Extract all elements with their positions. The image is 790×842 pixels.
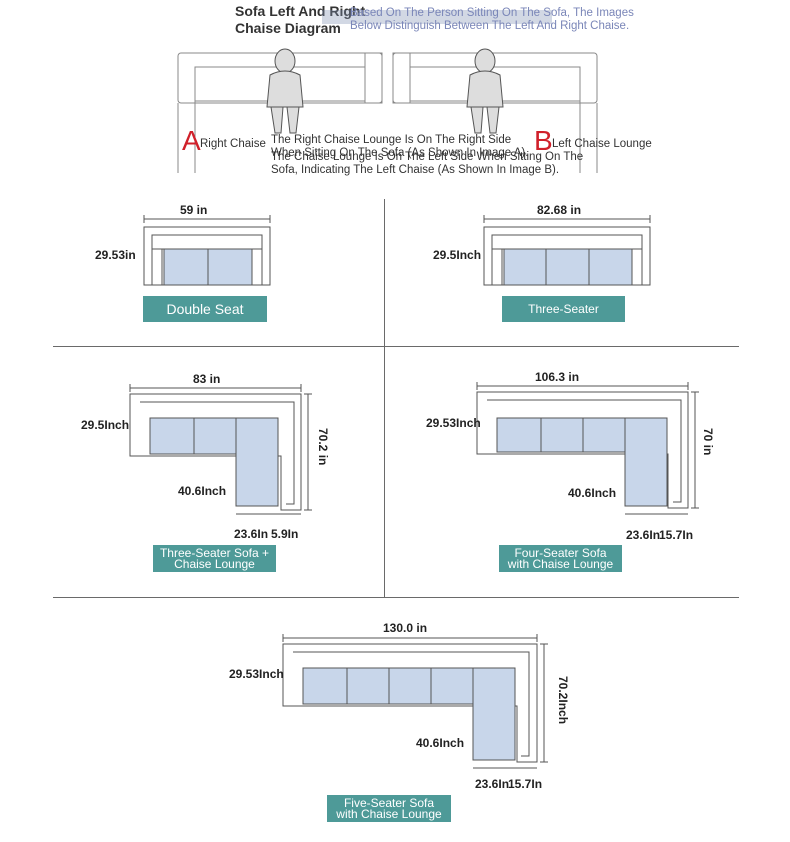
double-width-dim: 59 in xyxy=(180,203,208,217)
three-width-dim: 82.68 in xyxy=(537,203,582,217)
three-chaise-depth-dim: 29.5Inch xyxy=(81,418,130,432)
four-chaise-inner-dim: 40.6Inch xyxy=(568,486,617,500)
left-chaise-illustration xyxy=(392,48,598,173)
four-chaise-arm-dim: 15.7In xyxy=(659,528,694,542)
three-seater-chaise-label: Three-Seater Sofa + Chaise Lounge xyxy=(153,545,276,572)
divider-horizontal-2 xyxy=(53,597,739,598)
three-seater-chaise-diagram xyxy=(129,384,312,515)
four-chaise-length-dim: 70 in xyxy=(701,428,715,456)
three-depth-dim: 29.5Inch xyxy=(433,248,482,262)
chaise-a-desc-line-1: The Right Chaise Lounge Is On The Right … xyxy=(271,134,512,146)
four-chaise-depth-dim: 29.53Inch xyxy=(426,416,481,430)
five-seater-chaise-label: Five-Seater Sofa with Chaise Lounge xyxy=(327,795,451,822)
chaise-b-desc-line-2: Sofa, Indicating The Left Chaise (As Sho… xyxy=(271,164,560,176)
five-chaise-length-dim: 70.2Inch xyxy=(556,676,570,725)
chaise-b-label: Left Chaise Lounge xyxy=(552,138,652,150)
chaise-letter-b: B xyxy=(534,125,553,156)
three-chaise-label-line-2: Chaise Lounge xyxy=(174,556,255,571)
three-chaise-arm-dim: 5.9In xyxy=(271,527,299,541)
double-seat-diagram xyxy=(143,215,271,286)
divider-vertical xyxy=(384,199,385,597)
four-seater-chaise-label: Four-Seater Sofa with Chaise Lounge xyxy=(499,545,622,572)
five-chaise-inner-dim: 40.6Inch xyxy=(416,736,465,750)
chaise-letter-a: A xyxy=(182,125,201,156)
five-chaise-depth-dim: 29.53Inch xyxy=(229,667,284,681)
three-chaise-length-dim: 70.2 in xyxy=(316,428,330,466)
five-chaise-label-line-2: with Chaise Lounge xyxy=(336,806,442,821)
three-chaise-label-line-1: Three-Seater Sofa + xyxy=(159,545,270,560)
chaise-b-desc: The Chaise Lounge Is On The Left Side Wh… xyxy=(271,151,583,177)
three-seater-label: Three-Seater xyxy=(502,296,625,322)
chaise-b-desc-line-1: The Chaise Lounge Is On The Left Side Wh… xyxy=(271,151,584,163)
note-line-1: Based On The Person Sitting On The Sofa,… xyxy=(350,7,634,19)
four-chaise-chaise-dim: 23.6In xyxy=(626,528,661,542)
five-chaise-arm-dim: 15.7In xyxy=(508,777,543,791)
four-chaise-width-dim: 106.3 in xyxy=(535,370,580,384)
five-seater-chaise-diagram xyxy=(282,634,548,769)
five-chaise-chaise-dim: 23.6In xyxy=(475,777,510,791)
divider-horizontal-1 xyxy=(53,346,739,347)
five-chaise-label-line-1: Five-Seater Sofa xyxy=(343,795,435,810)
chaise-a-desc-line-2: When Sitting On The Sofa (As Shown In Im… xyxy=(271,147,529,159)
three-seater-diagram xyxy=(483,215,651,286)
title-line-2: Chaise Diagram xyxy=(235,20,341,36)
header-note: Based On The Person Sitting On The Sofa,… xyxy=(350,7,634,33)
double-seat-label: Double Seat xyxy=(143,296,267,322)
double-depth-dim: 29.53in xyxy=(95,248,136,262)
diagram-title: Sofa Left And Right Chaise Diagram xyxy=(235,3,365,37)
note-highlight-band xyxy=(322,10,552,24)
three-chaise-inner-dim: 40.6Inch xyxy=(178,484,227,498)
five-chaise-width-dim: 130.0 in xyxy=(383,621,428,635)
title-line-1: Sofa Left And Right xyxy=(235,3,366,19)
three-chaise-chaise-dim: 23.6In xyxy=(234,527,269,541)
right-chaise-illustration xyxy=(177,48,383,173)
four-chaise-label-line-2: with Chaise Lounge xyxy=(507,556,614,571)
person-icon xyxy=(466,48,504,134)
chaise-a-label: Right Chaise xyxy=(200,138,266,150)
four-seater-chaise-diagram xyxy=(476,382,699,515)
person-icon xyxy=(266,48,304,134)
four-chaise-label-line-1: Four-Seater Sofa xyxy=(514,545,607,560)
three-chaise-width-dim: 83 in xyxy=(193,372,221,386)
note-line-2: Below Distinguish Between The Left And R… xyxy=(350,20,630,32)
chaise-a-desc: The Right Chaise Lounge Is On The Right … xyxy=(271,134,528,160)
